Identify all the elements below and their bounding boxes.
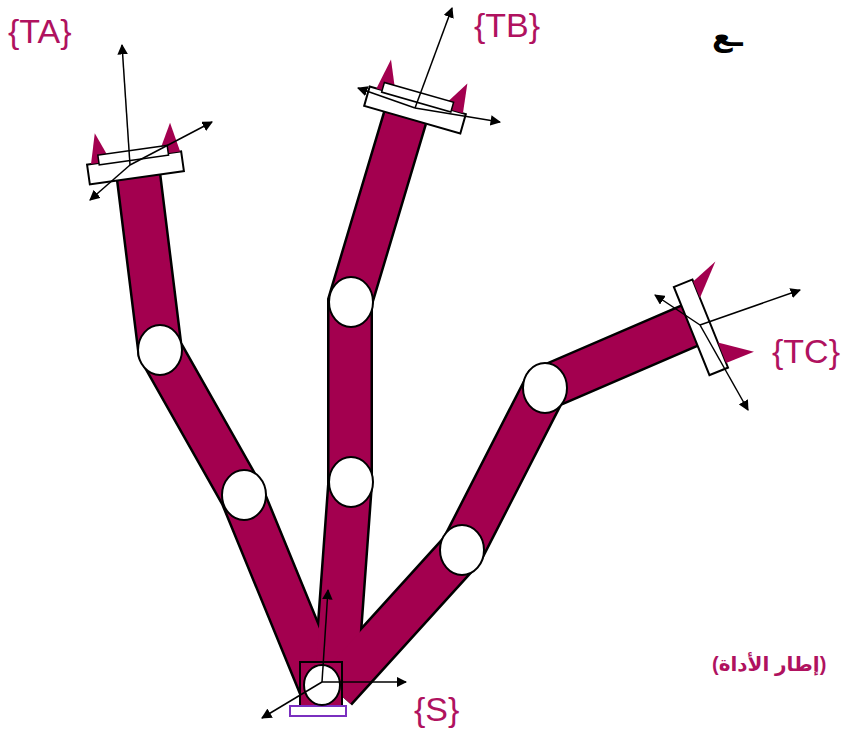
frame-label: {TB} (474, 6, 540, 45)
tool-frame-note: (إطار الأداة) (712, 652, 826, 676)
cut-off-text: ـع (712, 18, 743, 53)
frame-label: {S} (414, 690, 459, 729)
frame-label: {TA} (8, 12, 72, 51)
frame-label: {TC} (772, 332, 840, 371)
